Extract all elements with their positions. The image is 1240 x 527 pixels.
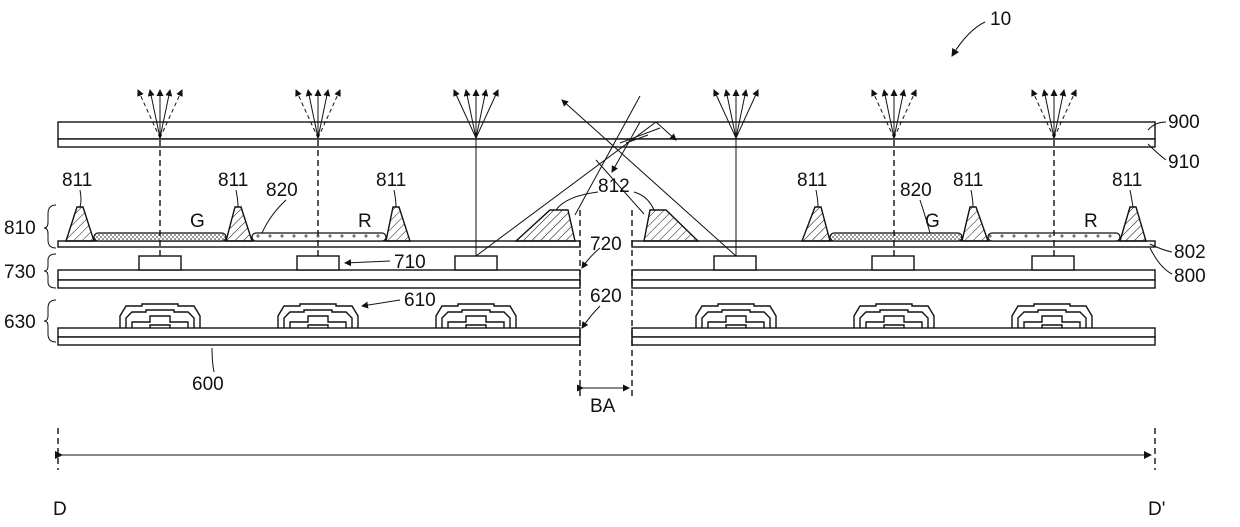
ray-bundle-3 xyxy=(454,90,498,256)
reference-labels: 10 900 910 811 811 820 811 812 811 820 8… xyxy=(4,9,1206,520)
tft-610-5 xyxy=(854,304,934,328)
tft-610-6 xyxy=(1012,304,1092,328)
label-811-1: 811 xyxy=(62,170,92,191)
label-G-right: G xyxy=(925,211,940,232)
label-D-prime: D' xyxy=(1148,499,1165,520)
label-R-right: R xyxy=(1084,211,1098,232)
tft-610-3 xyxy=(436,304,516,328)
label-802: 802 xyxy=(1174,242,1206,263)
thin-film-transistors-610 xyxy=(120,304,1092,328)
layer-730-right xyxy=(632,270,1155,288)
label-900: 900 xyxy=(1168,112,1200,133)
label-BA: BA xyxy=(590,396,616,417)
label-600: 600 xyxy=(192,374,224,395)
label-810: 810 xyxy=(4,218,36,239)
substrate-802-left xyxy=(58,241,580,247)
layer-900-cover-plate xyxy=(58,122,1155,147)
label-730: 730 xyxy=(4,262,36,283)
label-811-4: 811 xyxy=(797,170,827,191)
label-610: 610 xyxy=(404,290,436,311)
layer-braces xyxy=(44,205,56,342)
label-10: 10 xyxy=(990,9,1011,30)
label-R-left: R xyxy=(358,211,372,232)
ray-bundle-2 xyxy=(296,90,340,256)
layer-630-left xyxy=(58,328,580,345)
label-811-5: 811 xyxy=(953,170,983,191)
label-710: 710 xyxy=(394,252,426,273)
label-630: 630 xyxy=(4,312,36,333)
label-811-3: 811 xyxy=(376,170,406,191)
label-D: D xyxy=(53,499,67,520)
ray-bundle-5 xyxy=(872,90,916,256)
layer-630-right xyxy=(632,328,1155,345)
label-820-1: 820 xyxy=(266,180,298,201)
label-800: 800 xyxy=(1174,266,1206,287)
tft-610-4 xyxy=(696,304,776,328)
tft-610-2 xyxy=(278,304,358,328)
leader-lines xyxy=(80,22,1172,372)
layer-730-left xyxy=(58,270,580,288)
light-sources-710 xyxy=(139,256,1074,270)
ray-bundle-4 xyxy=(714,90,758,256)
ray-bundle-6 xyxy=(1032,90,1076,256)
label-910: 910 xyxy=(1168,152,1200,173)
ray-bundle-1 xyxy=(138,90,182,256)
label-812: 812 xyxy=(598,176,630,197)
dimension-line-d xyxy=(58,428,1155,470)
label-720: 720 xyxy=(590,234,622,255)
label-620: 620 xyxy=(590,286,622,307)
label-811-6: 811 xyxy=(1112,170,1142,191)
label-811-2: 811 xyxy=(218,170,248,191)
label-G-left: G xyxy=(190,211,205,232)
tft-610-1 xyxy=(120,304,200,328)
label-820-2: 820 xyxy=(900,180,932,201)
